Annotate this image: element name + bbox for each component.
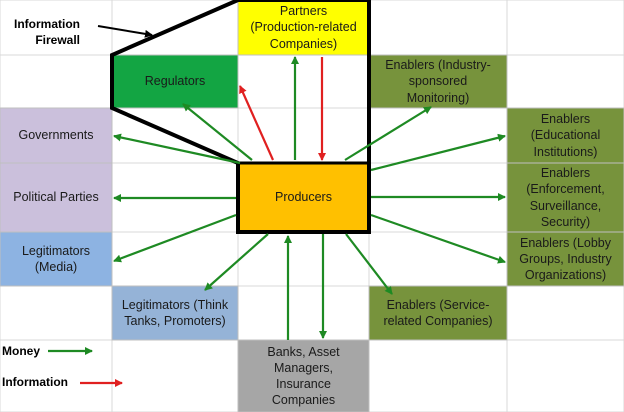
node-label-political-parties: Political Parties: [13, 190, 99, 205]
legend-information-label: Information: [2, 375, 68, 389]
firewall-pointer-arrow: [97, 25, 153, 38]
node-label-enablers-enforcement: Enablers(Enforcement,Surveillance,Securi…: [526, 166, 605, 229]
firewall-outline: [110, 0, 371, 234]
node-legit-think: [111, 285, 239, 341]
arrow-producers-to-enablers-lobby: [370, 213, 506, 264]
node-legit-media: [0, 231, 113, 287]
arrow-producers-to-legitimators-media: [113, 213, 237, 263]
node-label-legit-media: Legitimators(Media): [21, 243, 91, 274]
node-enablers-enforcement: [506, 162, 624, 233]
arrow-producers-to-enablers-industry: [344, 106, 432, 161]
node-regulators: [111, 54, 239, 109]
node-label-producers: Producers: [275, 190, 332, 205]
node-enablers-industry: [368, 54, 508, 109]
arrow-producers-to-legitimators-think-tanks: [204, 233, 269, 291]
arrow-producers-to-regulators: [182, 103, 253, 161]
legend-money-label: Money: [2, 344, 41, 358]
node-label-regulators: Regulators: [144, 74, 206, 89]
node-label-governments: Governments: [18, 128, 94, 143]
node-enablers-service: [368, 285, 508, 341]
arrow-producers-to-regulators-information: [238, 85, 275, 161]
flow-arrows: [113, 56, 506, 340]
node-banks: [237, 339, 370, 412]
arrow-producers-to-enablers-education: [370, 133, 506, 172]
node-enablers-edu: [506, 107, 624, 164]
arrow-producers-to-governments: [113, 133, 241, 165]
node-label-enablers-service: Enablers (Service-related Companies): [383, 297, 493, 328]
information-firewall-outline: [97, 0, 371, 234]
legend-arrows: [48, 347, 123, 387]
arrow-producers-to-enablers-service: [345, 233, 393, 295]
node-enablers-lobby: [506, 231, 624, 287]
